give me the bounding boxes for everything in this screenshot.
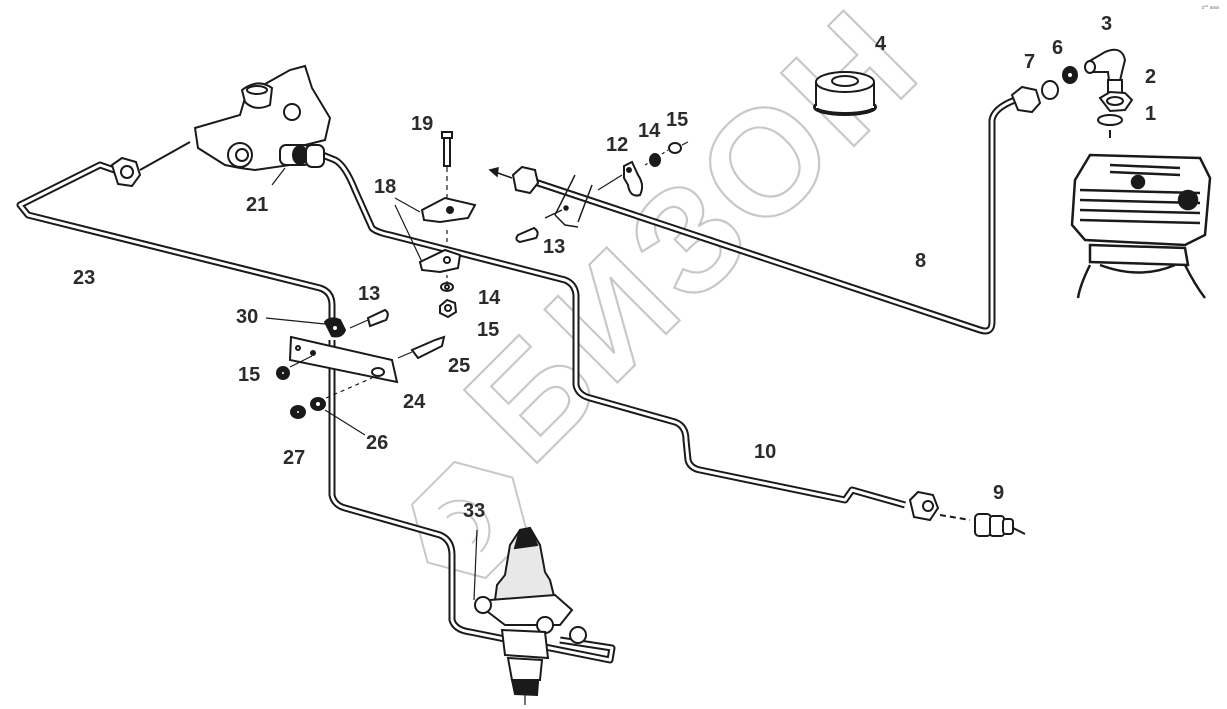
nut-2 xyxy=(1098,90,1134,113)
callout-7[interactable]: 7 xyxy=(1024,51,1036,73)
elbow-3 xyxy=(1084,48,1127,96)
pipe-23 xyxy=(16,161,336,334)
callout-26[interactable]: 26 xyxy=(366,432,389,454)
callout-15-plate[interactable]: 15 xyxy=(238,364,261,386)
callout-2[interactable]: 2 xyxy=(1145,66,1157,88)
callout-15-clip[interactable]: 15 xyxy=(666,109,689,131)
callout-9[interactable]: 9 xyxy=(993,482,1005,504)
callout-10[interactable]: 10 xyxy=(754,441,777,463)
callout-1[interactable]: 1 xyxy=(1145,103,1157,125)
callout-14-clip[interactable]: 14 xyxy=(638,120,661,142)
callout-4[interactable]: 4 xyxy=(875,33,887,55)
watermark-text: БИЗОН xyxy=(434,0,951,493)
callout-18[interactable]: 18 xyxy=(374,176,397,198)
clamp-13 xyxy=(515,174,593,244)
valve-21 xyxy=(139,64,332,186)
callout-23[interactable]: 23 xyxy=(73,267,96,289)
union-nut-8-left xyxy=(511,165,540,195)
cap-4 xyxy=(813,71,877,116)
callout-8[interactable]: 8 xyxy=(915,250,927,272)
callout-33[interactable]: 33 xyxy=(463,500,486,522)
arrow-left xyxy=(488,167,513,179)
union-9 xyxy=(939,513,1026,537)
callout-21[interactable]: 21 xyxy=(246,194,269,216)
union-nut-23 xyxy=(110,156,142,188)
callout-13-plate[interactable]: 13 xyxy=(358,283,381,305)
callout-19[interactable]: 19 xyxy=(411,113,434,135)
callout-13-pipe[interactable]: 13 xyxy=(543,236,566,258)
union-nut-7 xyxy=(1010,85,1042,114)
callout-25[interactable]: 25 xyxy=(448,355,471,377)
callout-6[interactable]: 6 xyxy=(1052,37,1064,59)
plate-24 xyxy=(276,308,446,436)
leader-lines xyxy=(265,317,326,325)
bracket-18 xyxy=(394,131,477,319)
ring-1 xyxy=(1097,114,1123,138)
corner-code: z²² aaa xyxy=(1201,5,1219,11)
ring-6 xyxy=(1041,66,1078,100)
regulator-33 xyxy=(473,526,587,705)
callout-27[interactable]: 27 xyxy=(283,447,306,469)
callout-12[interactable]: 12 xyxy=(606,134,629,156)
clip-12 xyxy=(597,141,689,197)
compressor-head xyxy=(1070,153,1212,299)
union-nut-10 xyxy=(908,490,940,522)
callout-30[interactable]: 30 xyxy=(236,306,259,328)
callout-3[interactable]: 3 xyxy=(1101,13,1113,35)
callout-15-bracket[interactable]: 15 xyxy=(477,319,500,341)
callout-24[interactable]: 24 xyxy=(403,391,426,413)
callout-14-bracket[interactable]: 14 xyxy=(478,287,501,309)
